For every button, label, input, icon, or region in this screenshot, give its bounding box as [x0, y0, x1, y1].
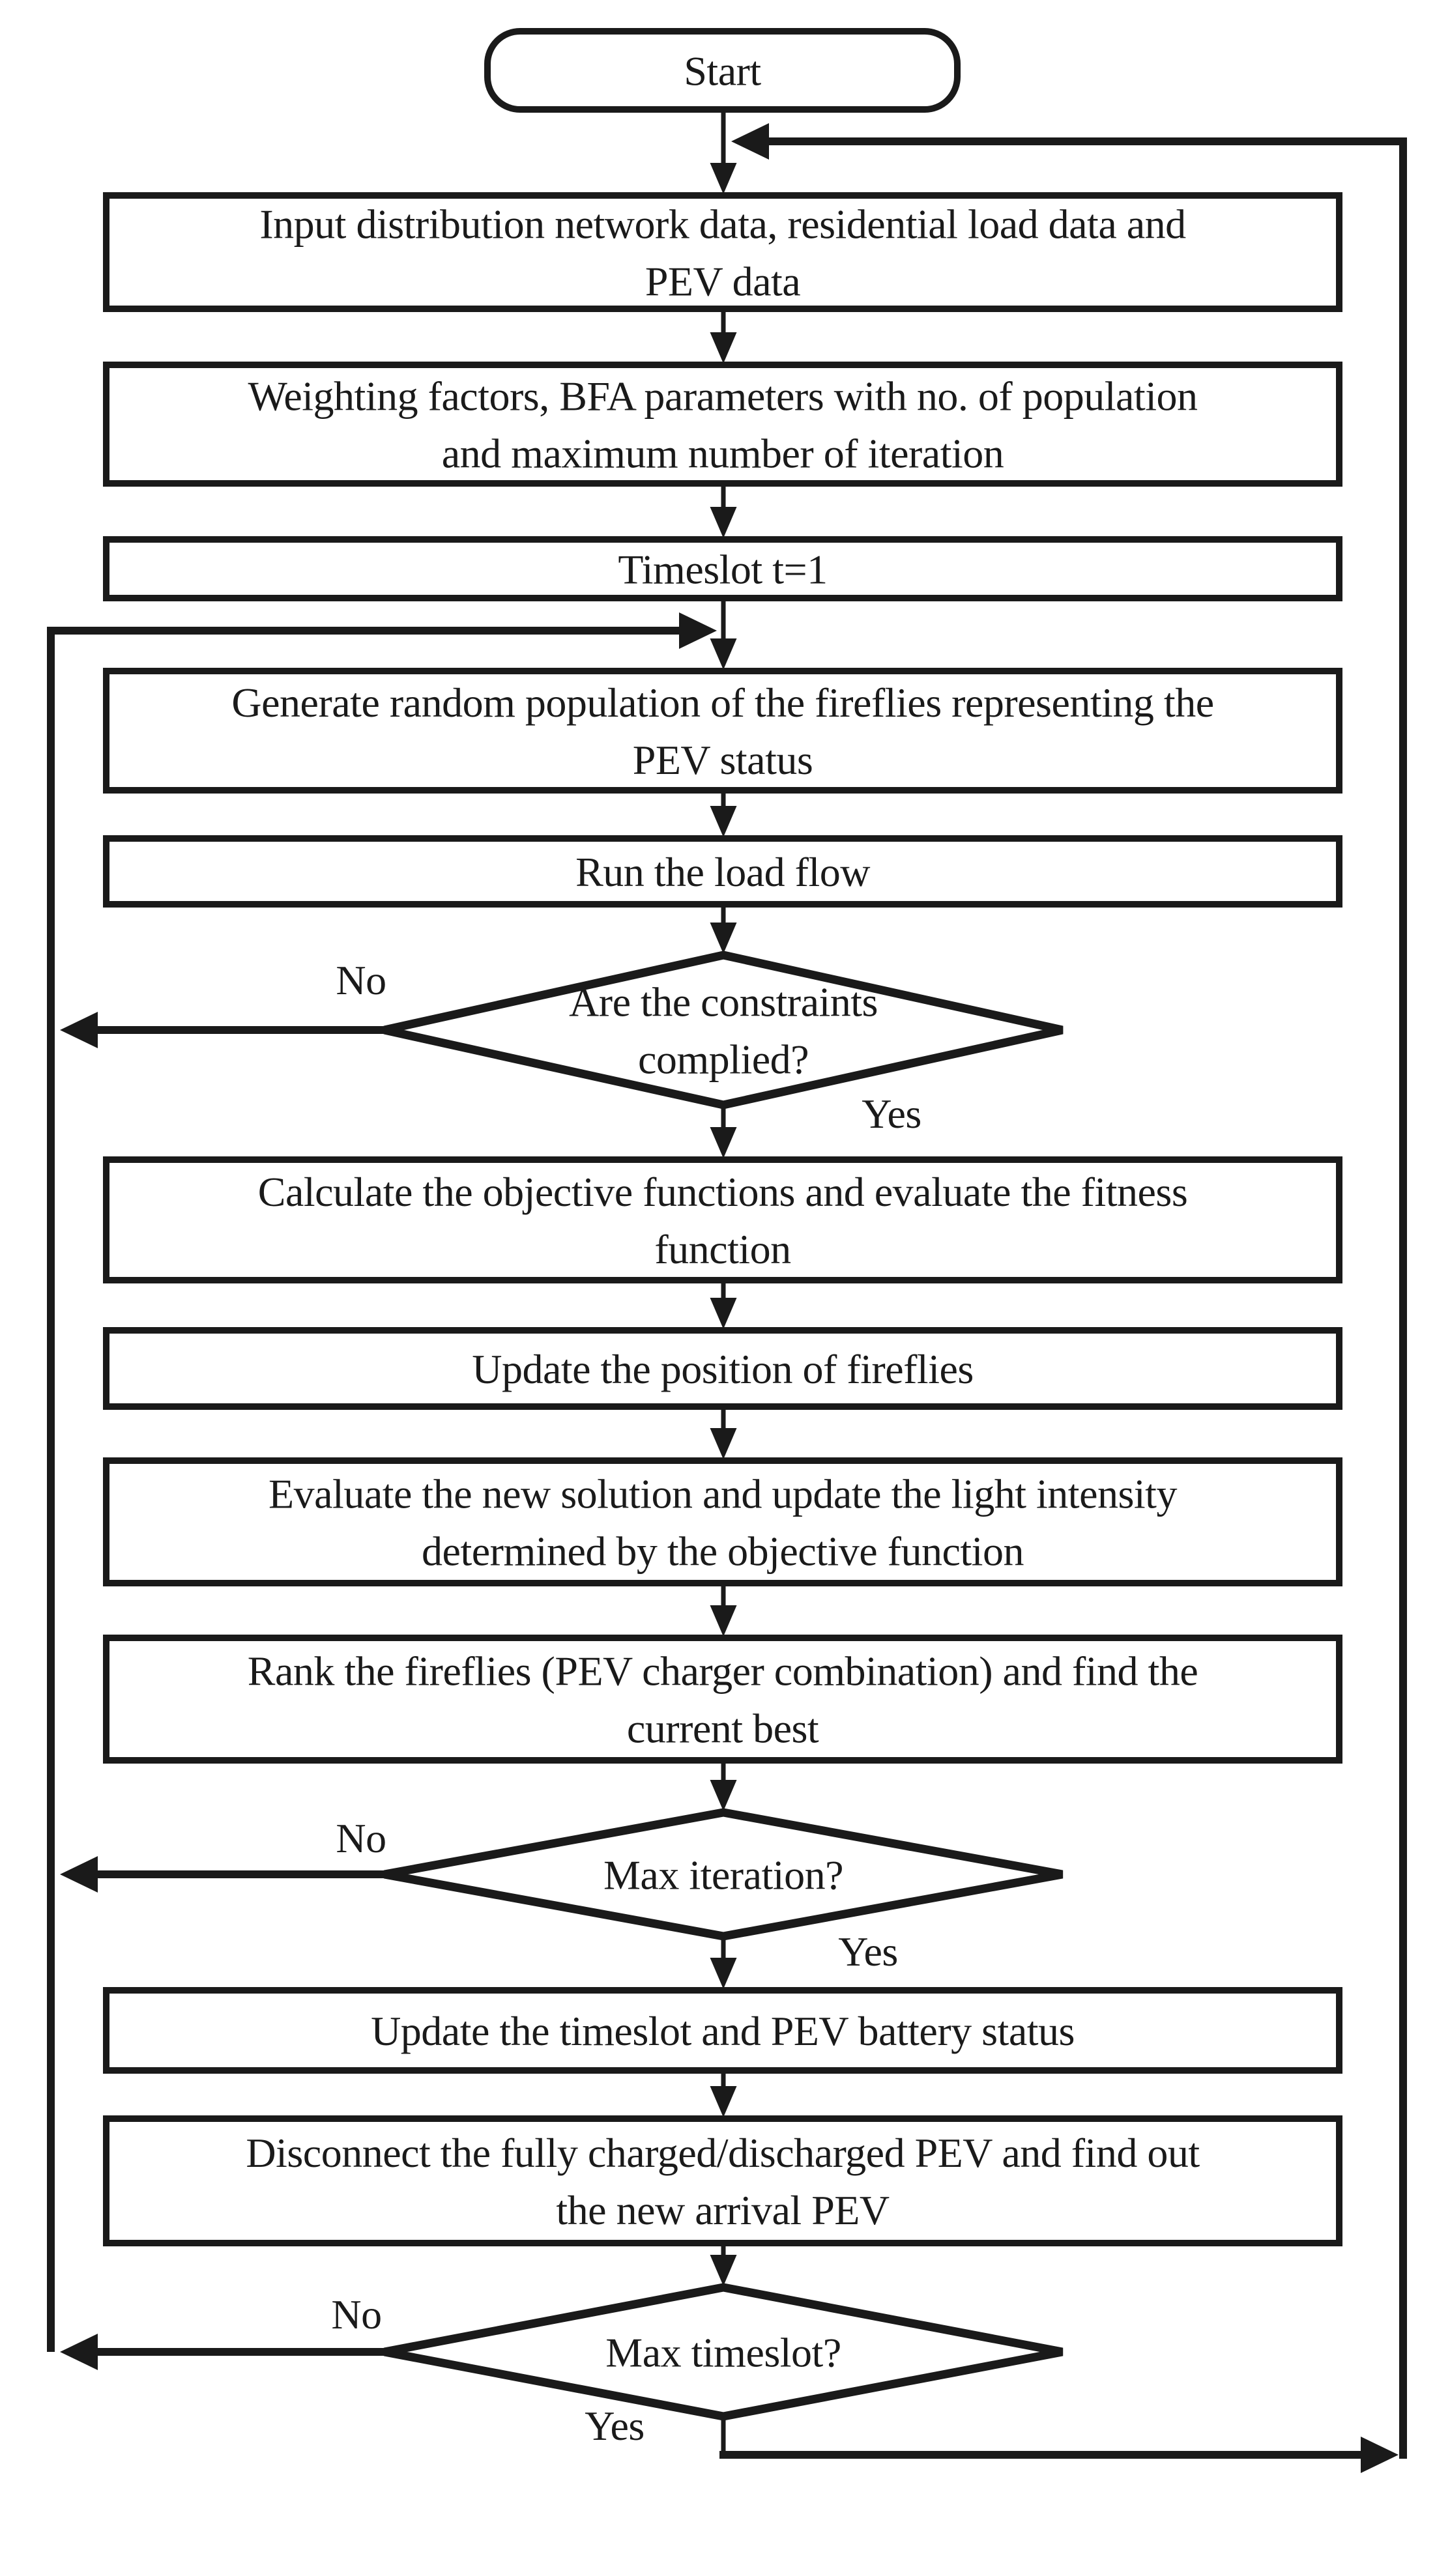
connector-line-left-return-rail — [47, 627, 679, 2352]
connector-line-right-return-rail — [769, 137, 1407, 2459]
arrowhead-evaluate-to-rank — [710, 1605, 737, 1637]
arrowhead-weighting-to-timeslot — [710, 507, 737, 538]
node-generate-population: Generate random population of the firefl… — [103, 668, 1342, 794]
update-timeslot-shape — [103, 1987, 1342, 2074]
arrowhead-calculate-to-position — [710, 1298, 737, 1329]
edge-position-to-evaluate — [710, 1407, 737, 1459]
arrowhead-update-timeslot-to-disconnect — [710, 2086, 737, 2117]
input-data-label-line-2: PEV data — [645, 258, 800, 304]
node-weighting-factors: Weighting factors, BFA parameters with n… — [103, 362, 1342, 487]
branch-label-constraints-yes: Yes — [862, 1091, 921, 1137]
constraints-decision-label-line-1: Are the constraints — [569, 979, 878, 1025]
arrowhead-right-return-rail — [731, 123, 769, 160]
branch-label-max-iteration-no: No — [336, 1815, 386, 1861]
edge-start-to-input — [710, 109, 737, 194]
run-load-flow-label-line-1: Run the load flow — [575, 849, 870, 895]
arrowhead-constraints-no-branch — [60, 1012, 98, 1048]
arrowhead-left-return-rail — [679, 612, 717, 649]
generate-population-label-line-1: Generate random population of the firefl… — [231, 680, 1213, 726]
input-data-shape — [103, 192, 1342, 312]
timeslot-init-label-line-1: Timeslot t=1 — [618, 546, 827, 592]
update-position-label-line-1: Update the position of fireflies — [472, 1346, 974, 1392]
constraints-decision-label-line-2: complied? — [638, 1036, 809, 1082]
disconnect-pev-label-line-2: the new arrival PEV — [556, 2187, 890, 2233]
run-load-flow-shape — [103, 835, 1342, 908]
calculate-objective-shape — [103, 1156, 1342, 1283]
arrowhead-start-to-input — [710, 163, 737, 194]
update-position-shape — [103, 1327, 1342, 1410]
generate-population-shape — [103, 668, 1342, 794]
node-disconnect-pev: Disconnect the fully charged/discharged … — [103, 2115, 1342, 2246]
edge-evaluate-to-rank — [710, 1583, 737, 1637]
edge-max-timeslot-no-branch — [60, 2334, 390, 2370]
arrowhead-rank-to-max-iteration — [710, 1780, 737, 1811]
rank-fireflies-label-line-2: current best — [627, 1705, 819, 1751]
input-data-label-line-1: Input distribution network data, residen… — [259, 201, 1186, 247]
arrowhead-disconnect-to-max-timeslot — [710, 2255, 737, 2286]
rank-fireflies-label-line-1: Rank the fireflies (PEV charger combinat… — [248, 1648, 1198, 1694]
update-timeslot-label-line-1: Update the timeslot and PEV battery stat… — [371, 2008, 1075, 2054]
node-rank-fireflies: Rank the fireflies (PEV charger combinat… — [103, 1635, 1342, 1764]
evaluate-solution-label-line-2: determined by the objective function — [422, 1528, 1024, 1574]
constraints-decision-shape — [383, 951, 1064, 1109]
weighting-factors-label-line-1: Weighting factors, BFA parameters with n… — [248, 373, 1198, 419]
edge-left-return-rail — [47, 612, 717, 2352]
calculate-objective-label-line-1: Calculate the objective functions and ev… — [258, 1169, 1187, 1215]
disconnect-pev-label-line-1: Disconnect the fully charged/discharged … — [246, 2130, 1200, 2176]
edge-constraints-no-branch — [60, 1012, 390, 1048]
calculate-objective-label-line-2: function — [654, 1226, 791, 1272]
edge-right-return-rail — [731, 123, 1407, 2459]
node-start: Start — [484, 28, 961, 113]
branch-label-max-iteration-yes: Yes — [838, 1928, 898, 1975]
evaluate-solution-shape — [103, 1457, 1342, 1586]
branch-label-max-timeslot-yes: Yes — [585, 2403, 645, 2449]
timeslot-init-shape — [103, 536, 1342, 601]
rank-fireflies-shape — [103, 1635, 1342, 1764]
node-input-data: Input distribution network data, residen… — [103, 192, 1342, 312]
arrowhead-max-timeslot-no-branch — [60, 2334, 98, 2370]
max-iteration-decision-shape — [383, 1808, 1064, 1941]
node-run-load-flow: Run the load flow — [103, 835, 1342, 908]
branch-label-max-timeslot-no: No — [331, 2291, 381, 2338]
max-timeslot-decision-shape — [383, 2283, 1064, 2421]
max-iteration-decision-label-line-1: Max iteration? — [603, 1852, 843, 1898]
weighting-factors-label-line-2: and maximum number of iteration — [442, 430, 1004, 476]
start-shape — [484, 28, 961, 113]
node-update-position: Update the position of fireflies — [103, 1327, 1342, 1410]
arrowhead-constraints-yes-to-calculate — [710, 1127, 737, 1158]
weighting-factors-shape — [103, 362, 1342, 487]
arrowhead-loadflow-to-constraints — [710, 923, 737, 954]
branch-label-constraints-no: No — [336, 957, 386, 1003]
edge-max-iteration-no-branch — [60, 1856, 390, 1893]
edge-input-to-weighting — [710, 309, 737, 364]
node-calculate-objective: Calculate the objective functions and ev… — [103, 1156, 1342, 1283]
disconnect-pev-shape — [103, 2115, 1342, 2246]
arrowhead-max-iteration-yes-to-update-timeslot — [710, 1958, 737, 1989]
arrowhead-max-timeslot-yes-run — [1361, 2437, 1399, 2473]
start-label-line-1: Start — [684, 48, 761, 94]
arrowhead-generate-to-loadflow — [710, 806, 737, 837]
node-evaluate-solution: Evaluate the new solution and update the… — [103, 1457, 1342, 1586]
edge-max-timeslot-yes-run — [719, 2437, 1399, 2473]
generate-population-label-line-2: PEV status — [633, 737, 813, 783]
node-max-iteration-decision: Max iteration? — [383, 1808, 1064, 1941]
evaluate-solution-label-line-1: Evaluate the new solution and update the… — [268, 1470, 1177, 1517]
arrowhead-max-iteration-no-branch — [60, 1856, 98, 1893]
node-constraints-decision: Are the constraints complied? — [383, 951, 1064, 1109]
node-max-timeslot-decision: Max timeslot? — [383, 2283, 1064, 2421]
arrowhead-position-to-evaluate — [710, 1428, 737, 1459]
node-update-timeslot: Update the timeslot and PEV battery stat… — [103, 1987, 1342, 2074]
arrowhead-input-to-weighting — [710, 332, 737, 364]
max-timeslot-decision-label-line-1: Max timeslot? — [605, 2329, 841, 2375]
node-timeslot-init: Timeslot t=1 — [103, 536, 1342, 601]
edge-weighting-to-timeslot — [710, 483, 737, 538]
edge-timeslot-to-generate — [710, 598, 737, 670]
arrowhead-timeslot-to-generate — [710, 638, 737, 670]
